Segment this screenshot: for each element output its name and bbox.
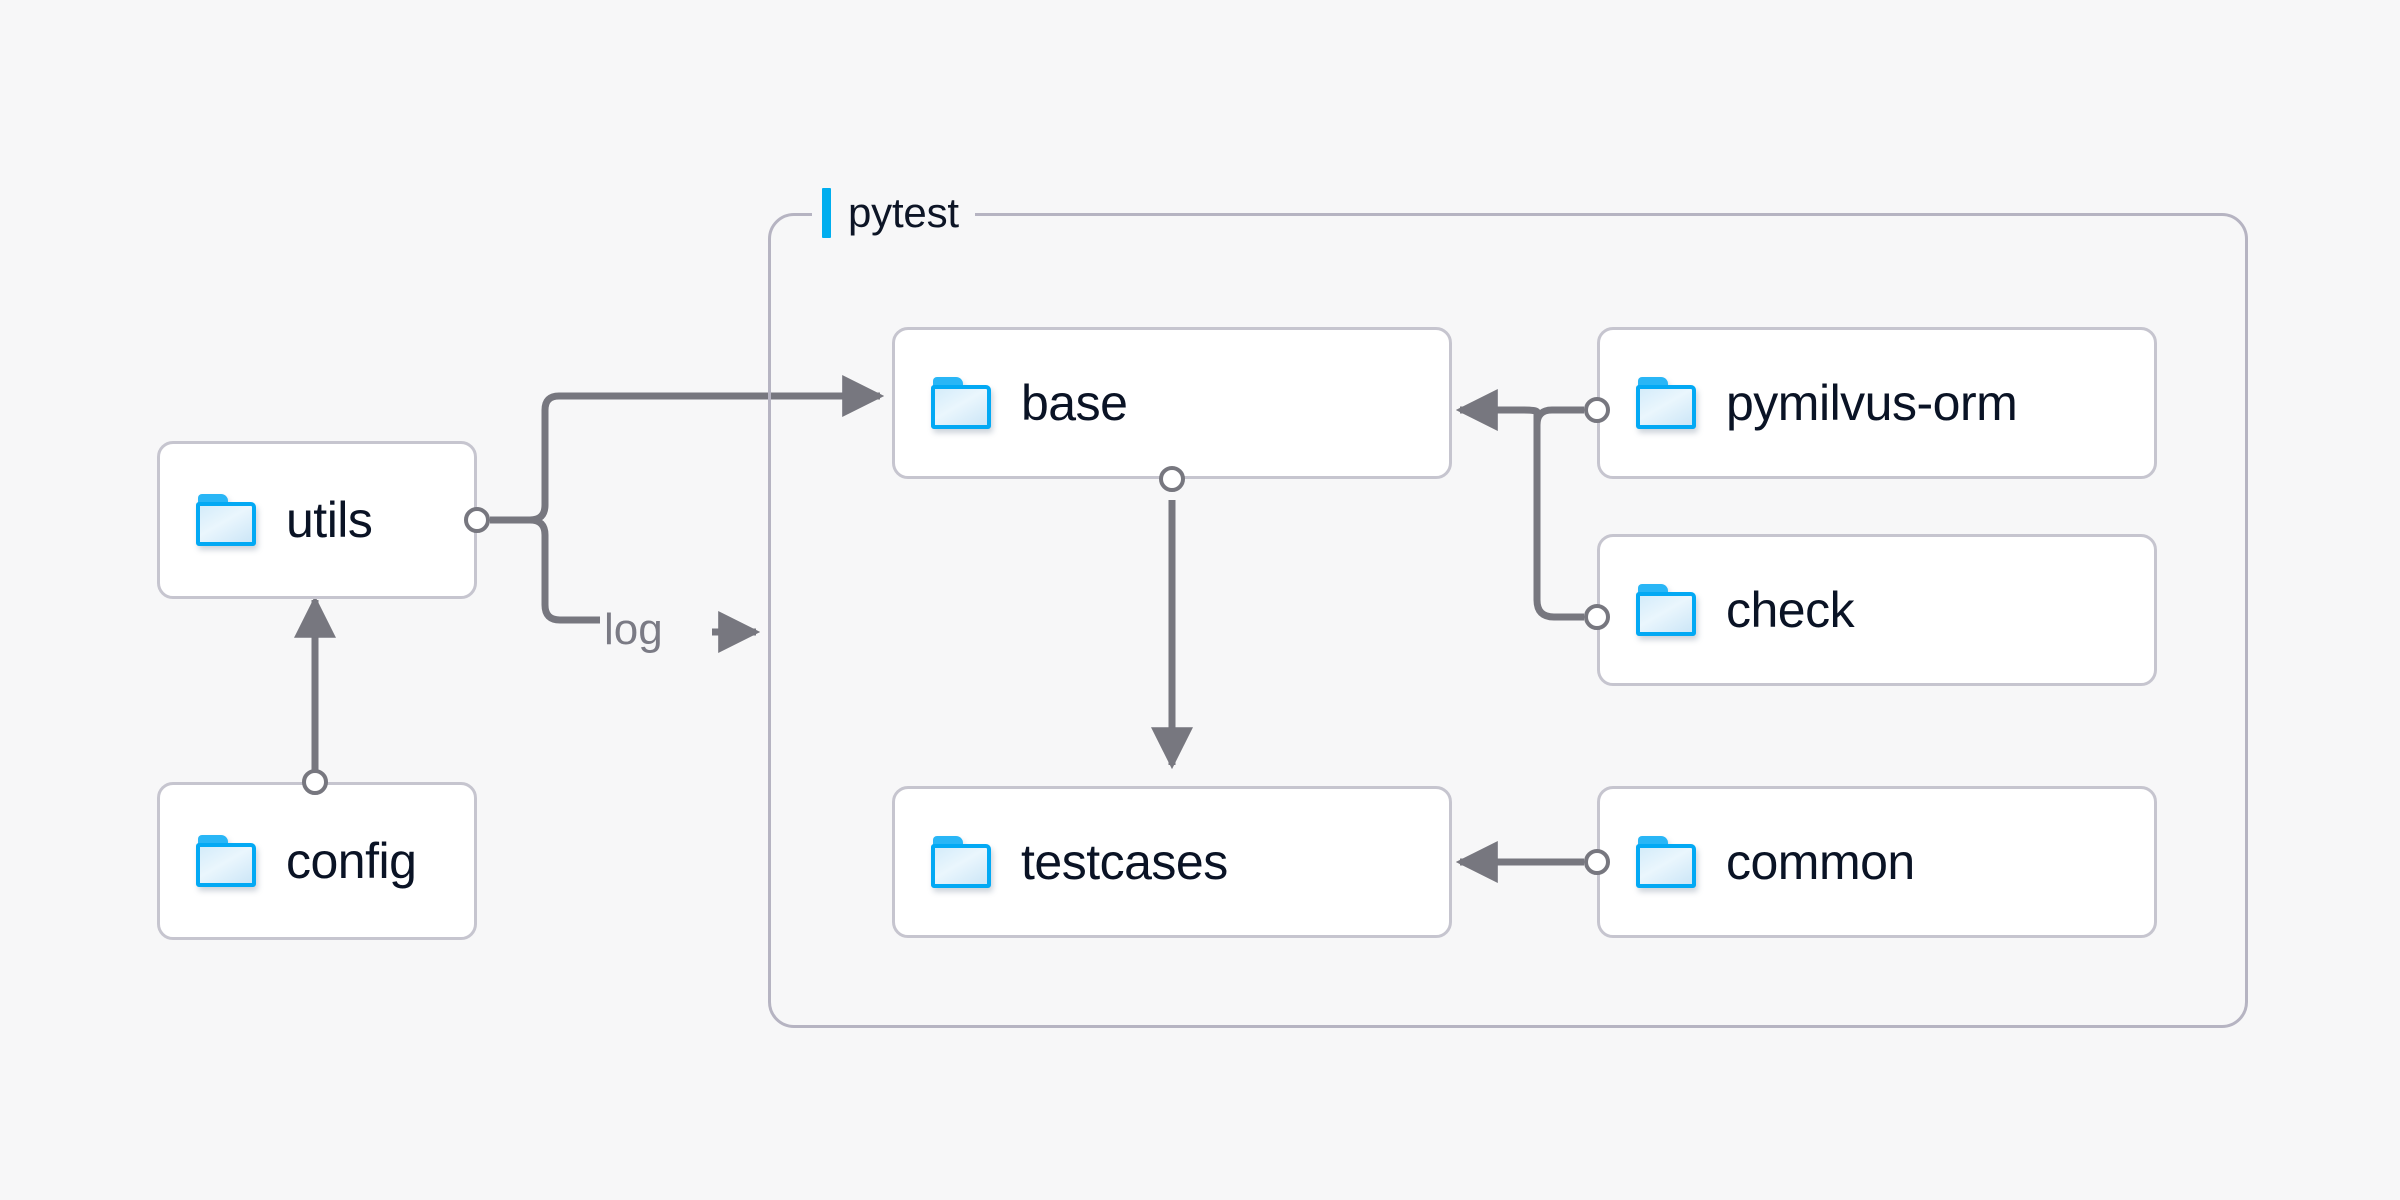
group-pytest-label-text: pytest [848,189,959,236]
node-testcases-label: testcases [1021,834,1228,890]
edge-utils-to-log [490,516,600,624]
node-common[interactable]: common [1597,786,2157,938]
node-utils[interactable]: utils [157,441,477,599]
node-check-label: check [1726,582,1855,638]
node-config[interactable]: config [157,782,477,940]
accent-bar-icon [822,188,831,238]
node-utils-label: utils [286,492,373,548]
node-pymilvus-orm-label: pymilvus-orm [1726,375,2018,431]
node-common-label: common [1726,834,1915,890]
edge-label-log: log [604,605,663,654]
node-testcases[interactable]: testcases [892,786,1452,938]
folder-icon [196,835,256,887]
node-config-label: config [286,833,417,889]
handle-check-left[interactable] [1584,604,1610,630]
folder-icon [931,836,991,888]
folder-icon [196,494,256,546]
node-base[interactable]: base [892,327,1452,479]
folder-icon [931,377,991,429]
node-pymilvus-orm[interactable]: pymilvus-orm [1597,327,2157,479]
folder-icon [1636,584,1696,636]
handle-base-bottom[interactable] [1159,466,1185,492]
folder-icon [1636,377,1696,429]
handle-pymilvus-orm-left[interactable] [1584,397,1610,423]
handle-utils-right[interactable] [464,507,490,533]
node-check[interactable]: check [1597,534,2157,686]
node-base-label: base [1021,375,1128,431]
handle-common-left[interactable] [1584,849,1610,875]
group-pytest[interactable] [768,213,2248,1028]
group-pytest-label: pytest [812,185,975,241]
folder-icon [1636,836,1696,888]
handle-config-top[interactable] [302,769,328,795]
